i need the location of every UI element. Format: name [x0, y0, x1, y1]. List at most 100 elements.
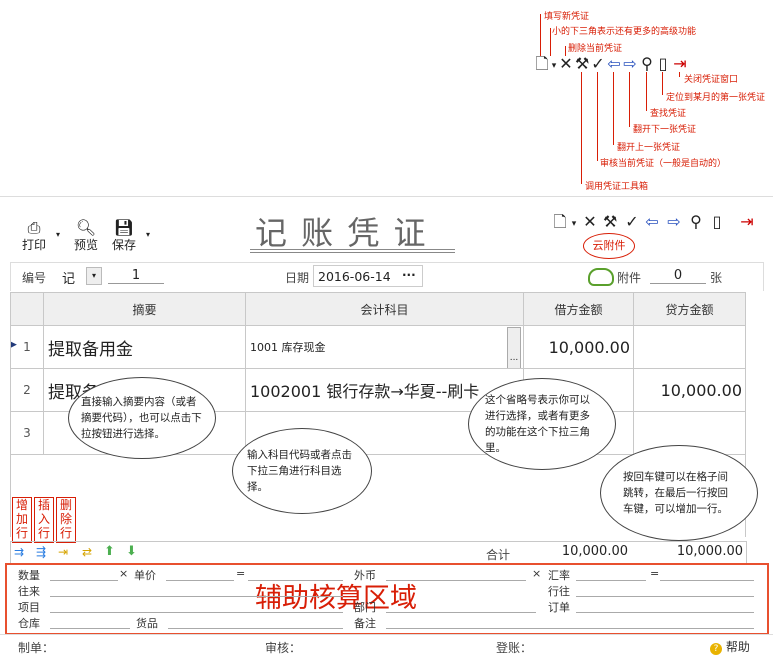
find-voucher-icon[interactable]: ⚲ — [690, 212, 702, 231]
project-label: 项目 — [18, 601, 40, 614]
delete-row-label: 删除行 — [56, 497, 76, 543]
warehouse-input[interactable] — [50, 628, 130, 629]
fx-times-sign: × — [532, 567, 542, 580]
summary-cell[interactable]: 提取备用金 — [43, 325, 246, 369]
totals-row — [10, 541, 747, 565]
add-row-label: 增加行 — [12, 497, 32, 543]
fx-amount-input[interactable] — [660, 580, 754, 581]
print-button[interactable]: ⎙ 打印 — [22, 218, 46, 253]
connector-line — [646, 72, 647, 111]
locate-icon: ▯ — [658, 54, 668, 73]
unit-price-input[interactable] — [166, 580, 234, 581]
delete-voucher-icon[interactable]: ✕ — [583, 212, 597, 231]
dealings-input[interactable] — [50, 596, 343, 597]
debit-cell[interactable]: 10,000.00 — [523, 325, 634, 369]
rate-input[interactable] — [576, 580, 646, 581]
credit-cell[interactable]: 10,000.00 — [633, 368, 746, 412]
credit-cell[interactable] — [633, 325, 746, 369]
help-button[interactable]: ? 帮助 — [710, 638, 750, 655]
summary-tip-text: 直接输入摘要内容（或者摘要代码），也可以点击下拉按钮进行选择。 — [81, 396, 202, 440]
goods-input[interactable] — [168, 628, 343, 629]
summary-tip-bubble: 直接输入摘要内容（或者摘要代码），也可以点击下拉按钮进行选择。 — [68, 377, 216, 459]
header-cell-index — [10, 292, 44, 326]
cloud-icon[interactable] — [588, 268, 614, 286]
fx-input[interactable] — [386, 580, 526, 581]
account-cell[interactable]: 1002001 银行存款→华夏--刷卡 — [245, 368, 524, 412]
bank-input[interactable] — [576, 596, 754, 597]
title-underline — [250, 252, 455, 253]
equals-sign: = — [236, 567, 246, 580]
aux-area-title: 辅助核算区域 — [255, 583, 417, 614]
move-up-icon[interactable]: ⬆ — [104, 544, 115, 559]
attach-count-input[interactable]: 0 — [650, 268, 706, 284]
new-voucher-icon[interactable]: 🗋 — [553, 212, 567, 231]
close-window-icon[interactable]: ⇥ — [740, 212, 754, 231]
ann-delete-voucher: 删除当前凭证 — [568, 44, 623, 54]
connector-line — [597, 72, 598, 161]
account-tip-bubble: 输入科目代码或者点击下拉三角进行科目选择。 — [232, 428, 372, 514]
delete-row-icon[interactable]: ⇥ — [58, 545, 69, 559]
order-input[interactable] — [576, 612, 754, 613]
save-dropdown-icon[interactable]: ▾ — [146, 230, 151, 239]
binoculars-icon: ⚲ — [641, 54, 653, 73]
project-input[interactable] — [50, 612, 343, 613]
locate-voucher-icon[interactable]: ▯ — [712, 212, 722, 231]
qty-input[interactable] — [50, 580, 118, 581]
header-cell-account: 会计科目 — [245, 292, 524, 326]
print-dropdown-icon[interactable]: ▾ — [56, 230, 61, 239]
toolbox-icon: ⚒ — [575, 54, 590, 73]
connector-line — [662, 72, 663, 95]
delete-x-icon: ✕ — [559, 54, 573, 73]
rate-label: 汇率 — [548, 569, 570, 582]
ann-prev-voucher: 翻开上一张凭证 — [617, 143, 681, 153]
next-voucher-icon[interactable]: ⇨ — [667, 212, 681, 231]
header-row — [10, 262, 764, 291]
preview-icon: 🔍︎ — [75, 218, 97, 237]
insert-row-icon[interactable]: ⇶ — [36, 545, 47, 559]
footer-divider — [0, 634, 773, 635]
header-cell-debit: 借方金额 — [523, 292, 634, 326]
ann-close-window: 关闭凭证窗口 — [684, 75, 739, 85]
title-underline — [250, 249, 455, 250]
account-select-button[interactable]: ... — [507, 327, 521, 368]
fx-equals-sign: = — [650, 567, 660, 580]
move-down-icon[interactable]: ⬇ — [126, 544, 137, 559]
voucher-window — [0, 196, 773, 671]
more-dropdown-icon[interactable]: ▾ — [571, 219, 577, 229]
help-icon: ? — [710, 643, 722, 655]
dept-input[interactable] — [386, 612, 536, 613]
toolbox-icon[interactable]: ⚒ — [603, 212, 618, 231]
save-icon: 💾︎ — [113, 218, 135, 237]
add-row-icon[interactable]: ⇉ — [14, 545, 25, 559]
date-field[interactable]: 2016-06-14 ··· — [313, 265, 423, 287]
row-number: 2 — [10, 368, 44, 412]
swap-rows-icon[interactable]: ⇄ — [82, 545, 93, 559]
total-debit: 10,000.00 — [561, 544, 628, 559]
dealings-label: 往来 — [18, 585, 40, 598]
prev-voucher-icon[interactable]: ⇦ — [645, 212, 659, 231]
voucher-type-value: 记 — [62, 272, 76, 287]
qty-label: 数量 — [18, 569, 40, 582]
connector-line — [679, 72, 680, 77]
amount-input[interactable] — [248, 580, 343, 581]
attach-unit: 张 — [710, 271, 723, 285]
date-picker-button[interactable]: ··· — [402, 268, 416, 282]
voucher-number-input[interactable]: 1 — [108, 268, 164, 284]
account-tip-text: 输入科目代码或者点击下拉三角进行科目选择。 — [247, 449, 352, 493]
preview-button[interactable]: 🔍︎ 预览 — [74, 218, 98, 253]
prev-arrow-icon: ⇦ — [607, 54, 621, 73]
ann-audit-voucher: 审核当前凭证（一般是自动的） — [600, 159, 727, 169]
remark-input[interactable] — [386, 628, 754, 629]
cloud-attach-callout: 云附件 — [583, 233, 635, 259]
voucher-type-dropdown[interactable]: ▾ — [86, 267, 102, 285]
print-label: 打印 — [22, 238, 47, 252]
account-cell[interactable]: 1001 库存现金 ... — [245, 325, 524, 369]
connector-line — [629, 72, 630, 127]
save-button[interactable]: 💾︎ 保存 — [112, 218, 136, 253]
audit-icon[interactable]: ✓ — [625, 212, 639, 231]
connector-line — [613, 72, 614, 145]
ann-locate-first: 定位到某月的第一张凭证 — [666, 93, 766, 103]
poster-label: 登账： — [496, 641, 533, 655]
exit-icon: ⇥ — [673, 54, 687, 73]
times-sign: × — [119, 567, 129, 580]
